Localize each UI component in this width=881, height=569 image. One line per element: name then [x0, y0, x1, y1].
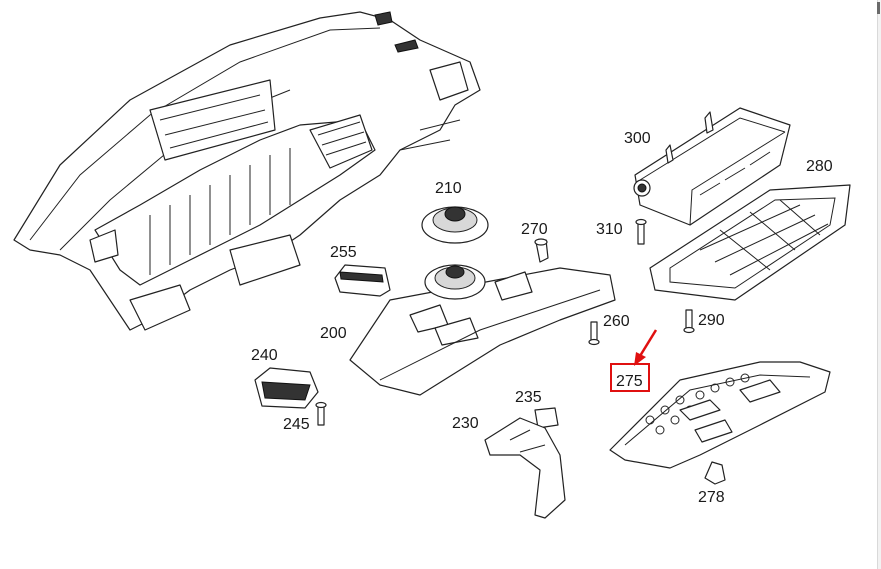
part-255-vent [334, 264, 391, 297]
part-label-230: 230 [452, 415, 479, 432]
part-310-screw [635, 218, 647, 245]
part-label-235: 235 [515, 389, 542, 406]
part-label-275: 275 [616, 373, 643, 390]
part-label-290: 290 [698, 312, 725, 329]
scrollbar-thumb[interactable] [877, 2, 880, 14]
part-240-switch-housing [254, 367, 319, 409]
part-230-side-trim [484, 417, 566, 519]
part-235-clip [534, 407, 559, 429]
part-290-screw [683, 309, 695, 334]
part-label-278: 278 [698, 489, 725, 506]
part-label-270: 270 [521, 221, 548, 238]
part-300-control-unit [633, 107, 791, 226]
highlight-box-275 [610, 363, 650, 392]
part-label-300: 300 [624, 130, 651, 147]
part-label-245: 245 [283, 416, 310, 433]
scrollbar-track[interactable] [877, 0, 881, 569]
part-label-280: 280 [806, 158, 833, 175]
dashboard-assembly [13, 11, 481, 331]
part-label-210: 210 [435, 180, 462, 197]
part-200-lower-panel [349, 264, 616, 396]
part-278-clip [704, 461, 726, 485]
part-label-255: 255 [330, 244, 357, 261]
part-275-cover-panel [609, 361, 831, 469]
part-260-screw [588, 321, 600, 346]
part-label-200: 200 [320, 325, 347, 342]
part-label-240: 240 [251, 347, 278, 364]
part-210-speaker [421, 206, 489, 244]
part-270-clip [534, 238, 549, 263]
part-280-tray [649, 184, 851, 301]
part-label-260: 260 [603, 313, 630, 330]
highlight-arrowhead [634, 352, 646, 366]
part-label-310: 310 [596, 221, 623, 238]
part-245-screw [315, 401, 327, 426]
highlight-arrow-shaft [638, 329, 658, 357]
